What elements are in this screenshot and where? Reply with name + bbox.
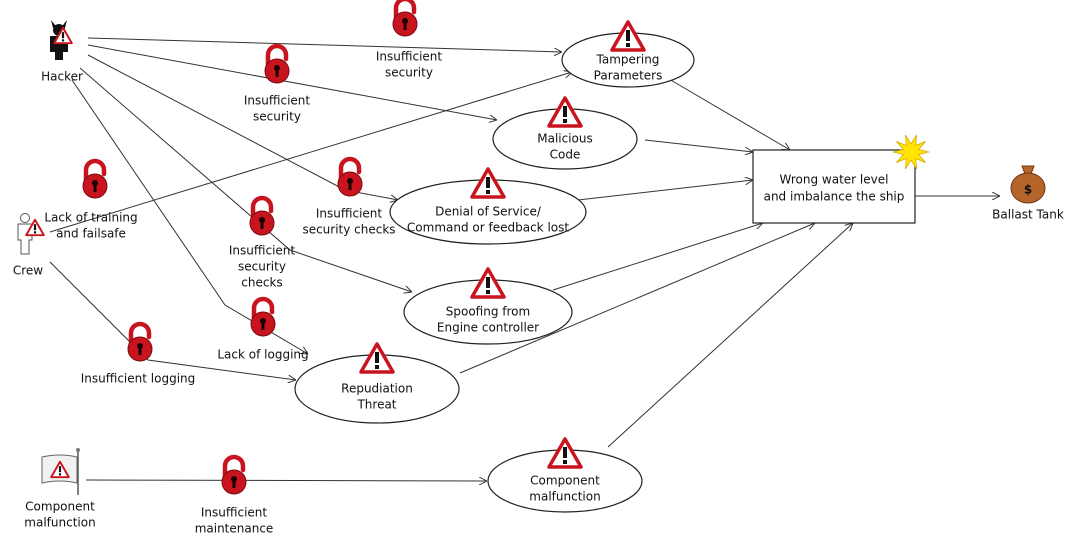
actor-crew[interactable]: Crew <box>13 213 45 278</box>
vulnerability-label-line-1: security <box>385 66 433 80</box>
vulnerability-v3[interactable]: Lack of training and failsafe <box>44 158 138 241</box>
asset-ballast[interactable]: $ Ballast Tank <box>992 165 1064 222</box>
threat-label-line-1: Threat <box>356 398 396 412</box>
threat-warning-icon <box>359 342 395 374</box>
vulnerability-label-line-0: Insufficient logging <box>81 372 196 386</box>
vulnerability-v7[interactable]: Lack of logging <box>217 296 309 362</box>
actor-label-line-0: Component <box>25 500 95 514</box>
threat-label-line-0: Component <box>530 474 600 488</box>
open-padlock-icon <box>264 43 290 84</box>
hacker-warning-icon <box>53 26 73 45</box>
edge-repudiation-to-wrongwater <box>459 223 815 374</box>
threat-label-line-0: Malicious <box>537 132 593 146</box>
dollar-sign-icon: $ <box>1024 183 1032 197</box>
actor-hacker[interactable]: Hacker <box>41 20 83 84</box>
threat-label-line-0: Denial of Service/ <box>435 205 542 219</box>
threat-label-line-1: Code <box>550 148 581 162</box>
edge-dos-to-wrongwater <box>577 180 753 201</box>
edge-spoofing-to-wrongwater <box>552 223 763 291</box>
open-padlock-icon <box>82 158 108 199</box>
vulnerability-label-line-1: and failsafe <box>56 227 126 241</box>
vulnerability-label-line-0: Lack of training <box>44 211 137 225</box>
edge-crew-to-tampering <box>49 72 572 233</box>
flag-warning-icon <box>50 460 70 479</box>
edge-tampering-to-wrongwater <box>668 78 790 150</box>
open-padlock-icon <box>127 321 153 362</box>
vulnerability-label-line-0: Insufficient <box>229 244 296 258</box>
threat-label-line-1: Command or feedback lost <box>407 221 569 235</box>
edge-hacker-to-spoofing <box>79 67 412 292</box>
threat-warning-icon <box>610 20 646 52</box>
edge-hacker-to-repudiation <box>71 79 308 354</box>
threat-malfunction[interactable]: Component malfunction <box>487 437 643 513</box>
open-padlock-icon <box>249 195 275 236</box>
open-padlock-icon <box>392 0 418 37</box>
edge-malfunction-to-wrongwater <box>607 223 853 448</box>
vulnerability-v2[interactable]: Insufficient security <box>244 43 311 124</box>
vulnerability-v8[interactable]: Insufficient maintenance <box>195 454 274 536</box>
threat-warning-icon <box>547 96 583 128</box>
open-padlock-icon <box>250 296 276 337</box>
threat-warning-icon <box>547 437 583 469</box>
outcome-label-line-0: Wrong water level <box>780 173 889 187</box>
threat-label-line-1: malfunction <box>529 490 600 504</box>
edge-crew-to-repudiation <box>49 261 296 380</box>
open-padlock-icon <box>221 454 247 495</box>
edge-hacker-to-malicious <box>87 44 497 120</box>
vulnerability-label-line-0: Insufficient <box>244 94 311 108</box>
edges-layer <box>49 37 1000 481</box>
vulnerability-label-line-0: Insufficient <box>201 506 268 520</box>
actor-label-line-0: Crew <box>13 264 43 278</box>
vulnerability-label-line-1: security checks <box>302 223 395 237</box>
vulnerability-v5[interactable]: Insufficient security checks <box>229 195 296 290</box>
threat-label-line-1: Parameters <box>594 69 663 83</box>
threat-label-line-0: Tampering <box>596 53 660 67</box>
actor-label-line-1: malfunction <box>24 516 95 530</box>
asset-label-line-0: Ballast Tank <box>992 208 1064 222</box>
edge-component-to-malfunction <box>85 480 487 481</box>
vulnerability-v1[interactable]: Insufficient security <box>376 0 443 80</box>
vulnerability-label-line-1: security <box>238 260 286 274</box>
vulnerability-label-line-2: checks <box>241 276 282 290</box>
hacker-icon <box>50 20 73 60</box>
threat-warning-icon <box>470 267 506 299</box>
threat-warning-icon <box>470 167 506 199</box>
outcome-wrongwater[interactable]: Wrong water level and imbalance the ship <box>752 134 930 224</box>
open-padlock-icon <box>337 156 363 197</box>
outcome-box <box>752 149 916 224</box>
vulnerability-label-line-0: Lack of logging <box>217 348 308 362</box>
vulnerability-label-line-1: maintenance <box>195 522 274 536</box>
money-bag-icon: $ <box>1010 165 1046 204</box>
actor-component[interactable]: Component malfunction <box>24 448 96 530</box>
crew-warning-icon <box>25 218 45 237</box>
threat-dos[interactable]: Denial of Service/Command or feedback lo… <box>389 167 587 245</box>
vulnerability-label-line-1: security <box>253 110 301 124</box>
crew-person-icon <box>17 213 45 255</box>
threat-label-line-1: Engine controller <box>437 321 539 335</box>
threat-label-line-0: Repudiation <box>341 382 413 396</box>
vulnerability-label-line-0: Insufficient <box>316 207 383 221</box>
flag-icon <box>41 448 80 495</box>
vulnerability-v6[interactable]: Insufficient logging <box>81 321 196 386</box>
vulnerability-v4[interactable]: Insufficient security checks <box>302 156 396 237</box>
outcome-label-line-1: and imbalance the ship <box>764 190 905 204</box>
threat-label-line-0: Spoofing from <box>446 305 530 319</box>
edge-hacker-to-tampering <box>87 37 562 52</box>
starburst-icon <box>892 134 930 170</box>
actor-label-line-0: Hacker <box>41 70 83 84</box>
edge-malicious-to-wrongwater <box>644 139 753 152</box>
vulnerability-label-line-0: Insufficient <box>376 50 443 64</box>
